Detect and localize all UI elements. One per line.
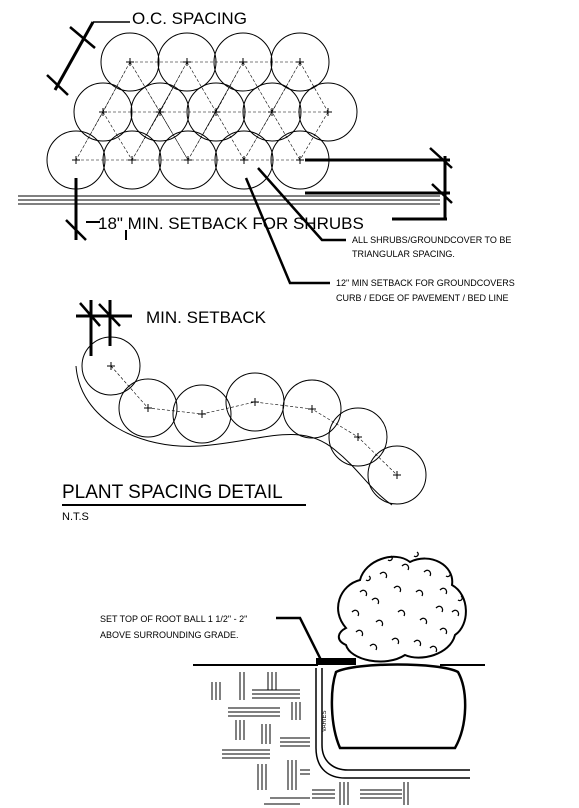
- rootball-note-line-2: ABOVE SURROUNDING GRADE.: [100, 630, 239, 640]
- oc-spacing-label: O.C. SPACING: [132, 9, 247, 28]
- groundcover-note-line-1: 12" MIN SETBACK FOR GROUNDCOVERS: [336, 278, 515, 288]
- shrub-canopy: [337, 551, 467, 663]
- triangular-note-line-2: TRIANGULAR SPACING.: [352, 249, 455, 259]
- min-setback-label: MIN. SETBACK: [146, 308, 267, 327]
- planting-pit: [315, 668, 470, 779]
- triangular-spacing-lines: [75, 61, 329, 161]
- mulch-layer: [316, 658, 356, 665]
- shrub-setback-label: 18" MIN. SETBACK FOR SHRUBS: [98, 214, 364, 233]
- groundcover-note-line-2: CURB / EDGE OF PAVEMENT / BED LINE: [336, 293, 509, 303]
- shrub-setback-dimension: [65, 178, 127, 241]
- detail-scale: N.T.S: [62, 511, 89, 523]
- curb-edge-lines: [18, 195, 440, 205]
- curved-bed-plants: [81, 336, 427, 505]
- rootball-leader: [276, 616, 324, 663]
- groundcover-setback-dimension: [305, 147, 453, 221]
- detail-title: PLANT SPACING DETAIL: [62, 482, 283, 503]
- triangular-note-line-1: ALL SHRUBS/GROUNDCOVER TO BE: [352, 235, 511, 245]
- leader-lines: [244, 167, 346, 285]
- oc-spacing-dimension: [46, 21, 130, 96]
- varies-label: VARIES: [322, 710, 328, 732]
- triangular-plant-grid: [46, 32, 358, 190]
- min-setback-dimension: [76, 300, 132, 356]
- plant-centers: [72, 58, 332, 164]
- soil-hatch: [211, 672, 409, 805]
- root-ball: [330, 663, 467, 750]
- curved-bed-centers: [107, 362, 401, 479]
- rootball-note-line-1: SET TOP OF ROOT BALL 1 1/2" - 2": [100, 614, 247, 624]
- curved-bed-edge: [75, 365, 393, 506]
